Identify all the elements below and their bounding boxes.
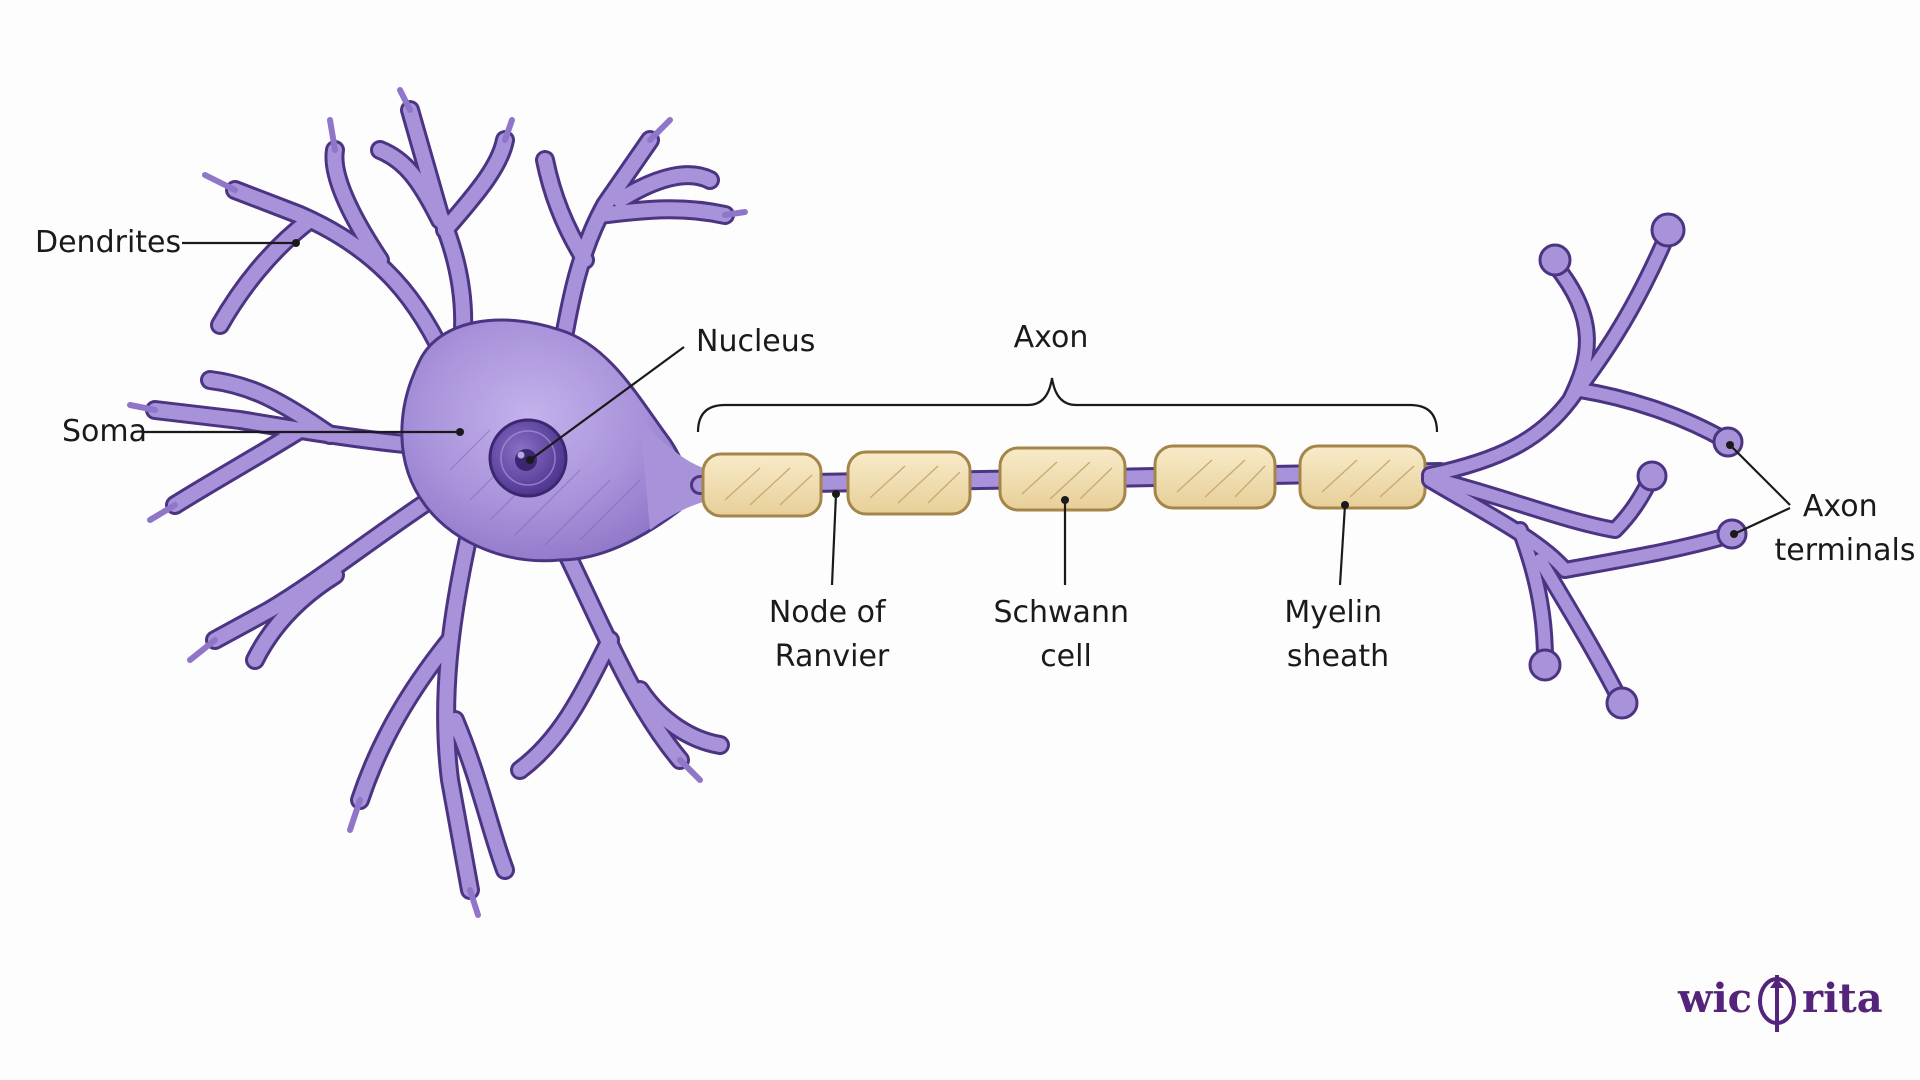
label-node-of-ranvier: Node of Ranvier (769, 595, 895, 674)
label-axon-terminals: Axon terminals (1775, 489, 1916, 568)
dendrite-fine-tips (127, 87, 748, 918)
schwann-cell (1298, 444, 1427, 510)
pen-nib-icon (1758, 975, 1796, 1032)
labels: Dendrites Soma Nucleus Axon Node of Ranv… (35, 225, 1915, 674)
axon-hillock (640, 420, 710, 530)
axon-terminals (1421, 212, 1748, 720)
axon-bracket (696, 377, 1439, 433)
dendrite-fill (148, 103, 732, 897)
label-nucleus: Nucleus (696, 324, 815, 359)
leader-lines (142, 239, 1791, 586)
label-dendrites: Dendrites (35, 225, 181, 260)
label-axon: Axon (1014, 320, 1089, 355)
schwann-cell (998, 446, 1127, 512)
myelin-sheath (701, 444, 1427, 518)
schwann-cell (1153, 444, 1277, 510)
label-soma: Soma (62, 414, 147, 449)
watermark-left: wic (1677, 975, 1752, 1022)
label-myelin-sheath: Myelin sheath (1284, 595, 1391, 674)
schwann-cell (846, 450, 972, 516)
schwann-cell (701, 452, 823, 518)
label-schwann-cell: Schwann cell (993, 595, 1138, 674)
dendrites (127, 87, 748, 918)
watermark-right: rita (1802, 975, 1883, 1022)
watermark-logo: wic rita (1677, 975, 1883, 1032)
